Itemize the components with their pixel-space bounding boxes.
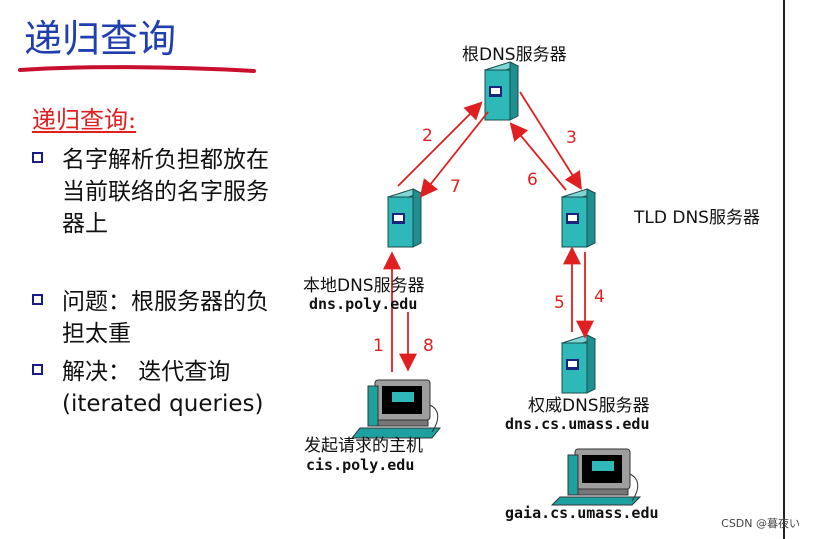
client-host: cis.poly.edu	[306, 456, 415, 474]
root-server-icon	[483, 61, 520, 121]
local-server-host: dns.poly.edu	[309, 295, 418, 313]
auth-server-icon	[560, 334, 597, 394]
auth-server-label: 权威DNS服务器	[528, 396, 650, 416]
slide-divider	[783, 0, 785, 539]
bullet-item: 解决： 迭代查询 (iterated queries)	[32, 356, 282, 420]
local-server-label: 本地DNS服务器	[303, 276, 425, 296]
step-number: 2	[422, 126, 433, 146]
bullet-text: 名字解析负担都放在当前联络的名字服务器上	[62, 147, 269, 237]
client-computer-icon	[350, 379, 442, 439]
bullet-box-icon	[32, 364, 43, 375]
step-number: 3	[566, 128, 577, 148]
gaia-computer-icon	[550, 448, 642, 506]
tld-server-icon	[560, 188, 597, 248]
bullet-text: 解决： 迭代查询 (iterated queries)	[62, 359, 264, 417]
arrow-7	[419, 111, 489, 198]
arrow-3	[519, 91, 582, 191]
step-number: 5	[554, 293, 565, 313]
arrow-6	[509, 122, 567, 191]
step-number: 8	[423, 336, 434, 356]
step-number: 4	[594, 287, 605, 307]
title-underline-stroke	[18, 65, 256, 73]
page-title: 递归查询	[24, 17, 177, 61]
arrow-2	[397, 101, 483, 187]
bullet-box-icon	[32, 152, 43, 163]
gaia-host: gaia.cs.umass.edu	[505, 504, 659, 522]
watermark: CSDN @暮夜い	[721, 517, 800, 530]
tld-server-label: TLD DNS服务器	[634, 208, 760, 228]
subtitle: 递归查询:	[32, 106, 137, 134]
client-label: 发起请求的主机	[304, 436, 423, 456]
auth-server-host: dns.cs.umass.edu	[505, 415, 650, 433]
step-number: 1	[373, 336, 384, 356]
bullet-text: 问题：根服务器的负担太重	[62, 289, 269, 347]
local-server-icon	[386, 188, 423, 248]
bullet-item: 问题：根服务器的负担太重	[32, 286, 282, 350]
step-number: 7	[450, 177, 461, 197]
bullet-item: 名字解析负担都放在当前联络的名字服务器上	[32, 144, 282, 240]
query-arrows	[383, 91, 594, 372]
root-server-label: 根DNS服务器	[462, 45, 567, 65]
step-number: 6	[527, 170, 538, 190]
bullet-box-icon	[32, 294, 43, 305]
